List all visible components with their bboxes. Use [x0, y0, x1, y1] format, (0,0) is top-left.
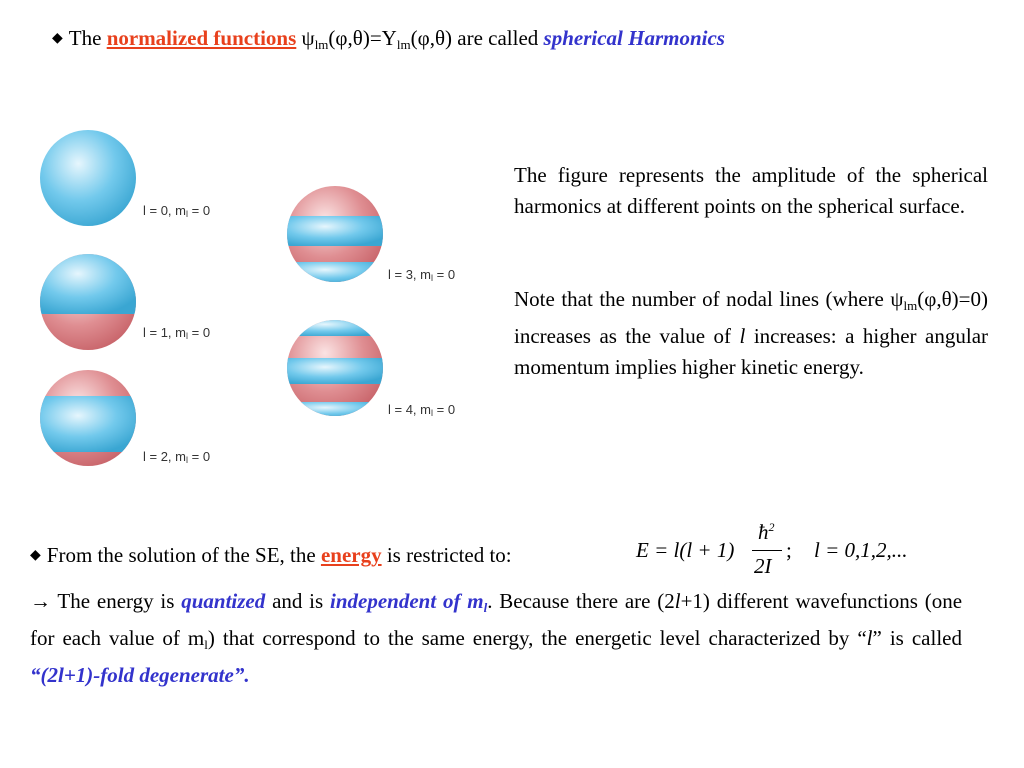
label-l4: l = 4, ml = 0	[388, 402, 456, 418]
title-prefix: The	[68, 26, 102, 50]
title-line: ◆The normalized functions ψlm(φ,θ)=Ylm(φ…	[52, 26, 725, 52]
sphere-l3	[287, 186, 383, 282]
bullet-icon: ◆	[52, 31, 63, 46]
conclusion-paragraph: → The energy is quantized and is indepen…	[30, 589, 963, 687]
fraction-bar	[752, 550, 782, 551]
formula-denominator: 2I	[754, 554, 772, 578]
independent-term: independent of ml	[330, 589, 488, 615]
nodal-lines-note: Note that the number of nodal lines (whe…	[514, 287, 989, 379]
normalized-functions-term: normalized functions	[106, 26, 297, 50]
sphere-l4	[287, 320, 383, 416]
figure-description: The figure represents the amplitude of t…	[514, 163, 988, 218]
formula-semicolon: ;	[786, 538, 792, 562]
label-l2: l = 2, ml = 0	[143, 449, 211, 465]
energy-term: energy	[320, 543, 382, 567]
energy-line: ◆From the solution of the SE, the energy…	[30, 543, 512, 567]
sphere-l1	[40, 254, 136, 350]
label-l3: l = 3, ml = 0	[388, 267, 456, 283]
formula-numerator: ħ2	[758, 520, 775, 544]
label-l1: l = 1, ml = 0	[143, 325, 211, 341]
psi-symbol: ψ	[301, 26, 315, 50]
quantized-term: quantized	[181, 589, 266, 613]
sphere-l2	[40, 370, 136, 466]
degenerate-term: “(2l+1)-fold degenerate”.	[30, 663, 250, 687]
bullet-icon: ◆	[30, 548, 41, 563]
energy-formula: E = l(l + 1) ħ2 2I ; l = 0,1,2,...	[636, 516, 936, 586]
formula-lhs: E = l(l + 1)	[636, 538, 735, 562]
formula-range: l = 0,1,2,...	[814, 538, 908, 562]
label-l0: l = 0, ml = 0	[143, 203, 211, 219]
spherical-harmonics-term: spherical Harmonics	[543, 26, 725, 50]
sphere-l0	[40, 130, 136, 226]
